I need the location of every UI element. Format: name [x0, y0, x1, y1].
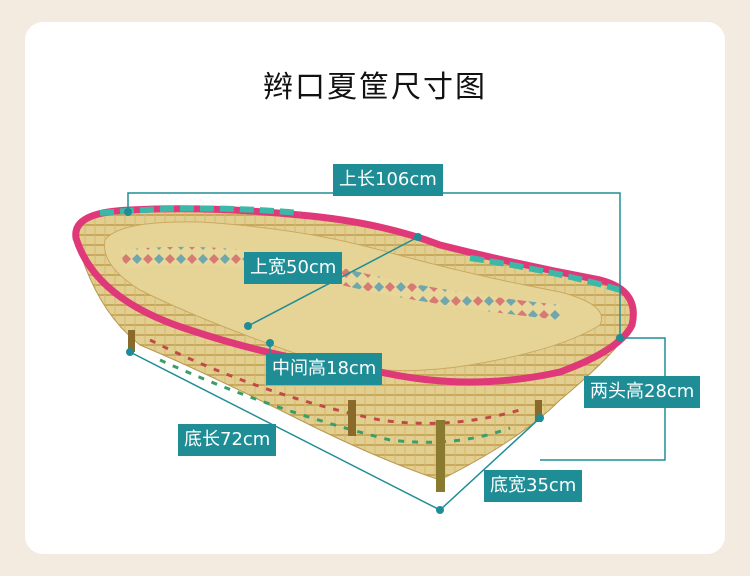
label-top-length: 上长106cm — [333, 164, 443, 196]
label-bottom-length: 底长72cm — [178, 424, 277, 456]
label-top-width: 上宽50cm — [244, 252, 343, 284]
dimension-dots — [124, 208, 624, 514]
bottom-length-line — [129, 351, 441, 511]
label-end-height: 两头高28cm — [584, 376, 701, 408]
page-title: 辫口夏筐尺寸图 — [263, 70, 487, 105]
bottom-width-line — [439, 417, 541, 511]
label-mid-height: 中间高18cm — [266, 353, 383, 385]
label-bottom-width: 底宽35cm — [484, 470, 583, 502]
basket-image — [72, 205, 637, 492]
